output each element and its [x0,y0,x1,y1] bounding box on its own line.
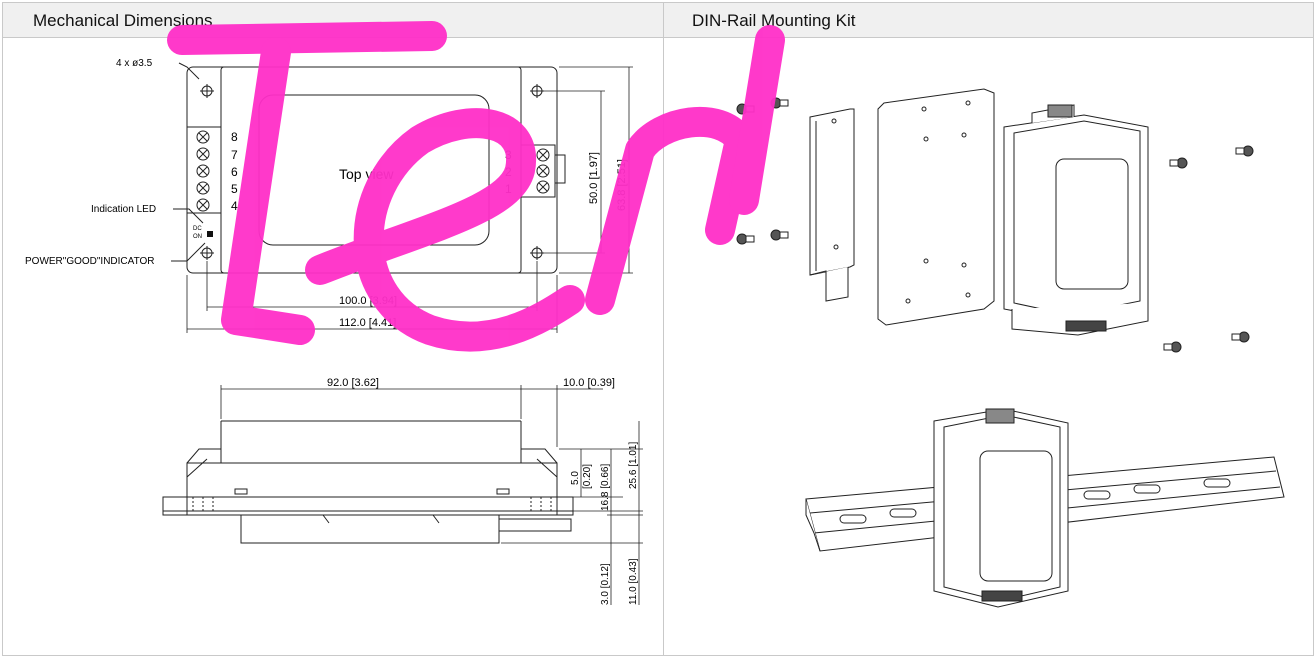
indication-led-label: Indication LED [91,204,156,215]
power-good-indicator-label: POWER"GOOD"INDICATOR [25,256,155,267]
hole-callout: 4 x ø3.5 [116,58,153,69]
mounting-backplate [877,88,995,326]
mechanical-drawing: DC ON 8 7 6 5 4 3 2 1 Top view 4 [25,58,643,605]
pin-7: 7 [231,148,238,162]
pin-8: 8 [231,130,238,144]
din-rail-drawing [736,88,1285,608]
din-rail-kit-panel: DIN-Rail Mounting Kit [664,3,1313,655]
led-leader [173,208,204,224]
pin-numbers-right: 3 2 1 [505,148,512,196]
side-view-horizontal-dims [220,385,603,447]
dim-body-length: 92.0 [3.62] [327,377,379,389]
pin-2: 2 [505,165,512,179]
screw-terminals-right [536,148,550,194]
dim-b: 16.8 [0.66] [600,464,611,511]
indication-led [207,231,213,237]
dc-label: DC [193,226,202,232]
mechanical-dimensions-panel: Mechanical Dimensions [3,3,664,655]
pin-6: 6 [231,165,238,179]
indicator-leader [171,242,206,262]
pin-4: 4 [231,199,238,213]
pin-5: 5 [231,182,238,196]
pin-3: 3 [505,148,512,162]
dim-d: 3.0 [0.12] [600,563,611,605]
top-view-label: Top view [339,166,394,182]
din-clip [809,108,855,302]
side-view [162,420,574,544]
hole-callout-leader [178,62,200,80]
din-rail-kit-title: DIN-Rail Mounting Kit [664,3,1313,38]
dim-hole-pitch-width: 100.0 [3.94] [339,295,397,307]
dim-flange-width: 10.0 [0.39] [563,377,615,389]
dim-e: 11.0 [0.43] [628,558,639,605]
on-label: ON [193,234,202,240]
pin-numbers-left: 8 7 6 5 4 [231,130,238,213]
side-view-vertical-dims [501,421,643,605]
dim-overall-height: 63.8 [2.51] [616,159,628,211]
dim-hole-pitch-height: 50.0 [1.97] [588,152,600,204]
dim-a: 5.0 [570,471,581,485]
dim-c: 25.6 [1.01] [628,442,639,489]
power-supply-assembled [933,408,1069,608]
dim-a-inch: [0.20] [582,464,593,489]
screw-terminals-left [196,130,210,212]
mechanical-dimensions-title: Mechanical Dimensions [3,3,663,38]
pin-1: 1 [505,182,512,196]
dim-overall-width: 112.0 [4.41] [339,317,396,329]
power-supply-exploded [1003,104,1149,336]
